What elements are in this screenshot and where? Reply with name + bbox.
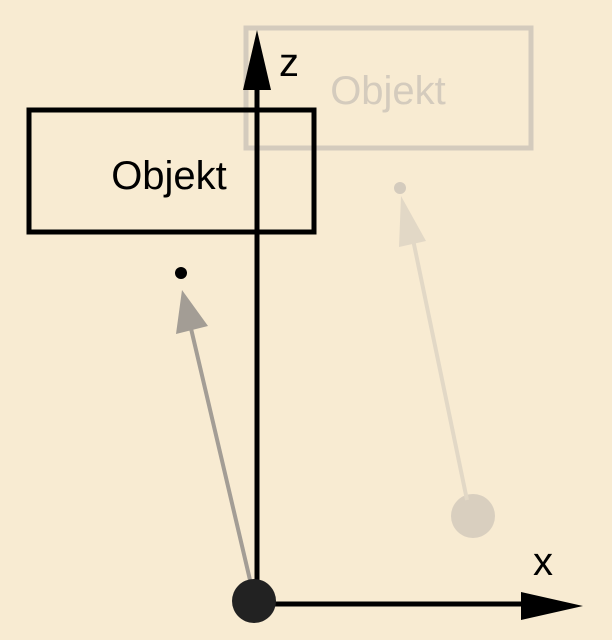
ghost-vector-arrowhead — [399, 196, 426, 247]
position-vector — [187, 319, 252, 581]
object-label: Objekt — [111, 154, 227, 198]
x-axis-arrowhead — [521, 592, 583, 620]
ghost-origin-dot — [451, 494, 495, 538]
ghost-object-label: Objekt — [330, 69, 446, 113]
origin-point — [232, 579, 276, 623]
ghost-position-vector — [408, 224, 469, 501]
position-vector-arrowhead — [176, 290, 208, 334]
ghost-object-point — [394, 182, 406, 194]
z-axis-label: z — [279, 41, 299, 85]
x-axis-label: x — [533, 540, 553, 584]
object-point — [175, 267, 187, 279]
object-box — [26, 107, 317, 235]
z-axis-arrowhead — [243, 30, 271, 90]
